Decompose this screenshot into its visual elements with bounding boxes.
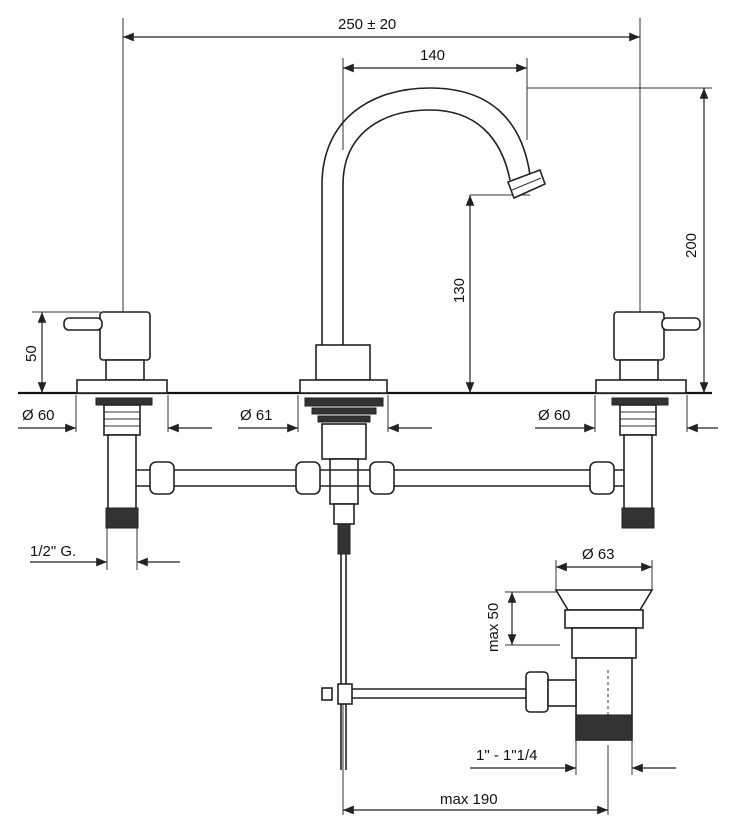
- overall-width-label: 250 ± 20: [338, 16, 396, 33]
- handle-height-label: 50: [23, 345, 40, 362]
- right-handle: [595, 311, 701, 394]
- total-height-label: 200: [683, 233, 700, 258]
- connection-thread-label: 1/2" G.: [30, 543, 76, 560]
- waste-height-label: max 50: [485, 603, 502, 652]
- pull-rod-reach-label: max 190: [440, 791, 498, 808]
- left-base-diameter-label: Ø 60: [22, 407, 55, 424]
- spout-reach-label: 140: [420, 47, 445, 64]
- center-spout-body: [304, 397, 384, 555]
- dimension-lines: [18, 32, 718, 815]
- pull-rod: [321, 554, 530, 770]
- spout: [299, 87, 547, 394]
- connection-pipe: [136, 461, 624, 495]
- center-base-diameter-label: Ø 61: [240, 407, 273, 424]
- waste-drain: [525, 589, 654, 741]
- spout-height-label: 130: [451, 278, 468, 303]
- dimension-labels: 250 ± 20 140 200 130 50 Ø 60 Ø 61 Ø 60 1…: [22, 16, 700, 808]
- left-valve-body: [95, 397, 153, 529]
- left-handle: [63, 311, 168, 394]
- right-base-diameter-label: Ø 60: [538, 407, 571, 424]
- waste-diameter-label: Ø 63: [582, 546, 615, 563]
- right-valve-body: [611, 397, 669, 529]
- waste-thread-label: 1" - 1"1/4: [476, 747, 538, 764]
